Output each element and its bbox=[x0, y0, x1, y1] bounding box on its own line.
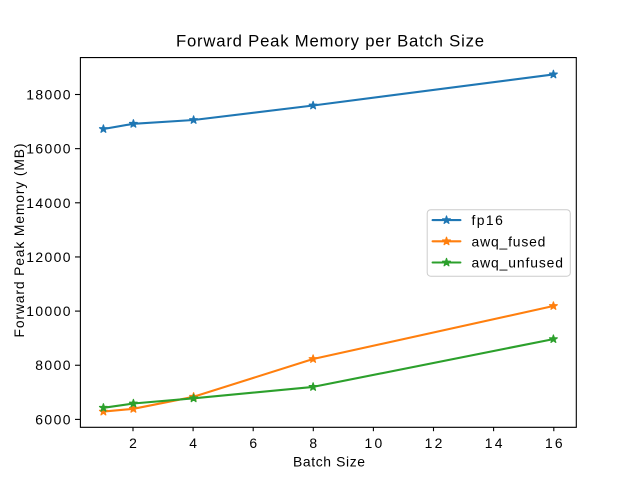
svg-text:4: 4 bbox=[189, 435, 197, 451]
svg-text:16000: 16000 bbox=[26, 141, 70, 157]
svg-text:awq_fused: awq_fused bbox=[472, 233, 546, 249]
svg-text:14000: 14000 bbox=[26, 195, 70, 211]
svg-text:12000: 12000 bbox=[26, 249, 70, 265]
svg-text:2: 2 bbox=[129, 435, 137, 451]
svg-text:Forward Peak Memory per Batch: Forward Peak Memory per Batch Size bbox=[176, 32, 484, 51]
svg-text:Forward Peak Memory (MB): Forward Peak Memory (MB) bbox=[11, 144, 27, 338]
svg-text:6000: 6000 bbox=[35, 411, 71, 427]
svg-text:14: 14 bbox=[485, 435, 503, 451]
svg-text:12: 12 bbox=[425, 435, 443, 451]
svg-text:8: 8 bbox=[309, 435, 317, 451]
svg-text:awq_unfused: awq_unfused bbox=[472, 255, 564, 271]
svg-text:8000: 8000 bbox=[35, 357, 71, 373]
svg-text:10: 10 bbox=[365, 435, 383, 451]
svg-text:fp16: fp16 bbox=[472, 212, 504, 228]
svg-text:16: 16 bbox=[545, 435, 563, 451]
svg-text:6: 6 bbox=[249, 435, 257, 451]
svg-text:18000: 18000 bbox=[26, 87, 70, 103]
svg-text:10000: 10000 bbox=[26, 303, 70, 319]
svg-text:Batch Size: Batch Size bbox=[293, 454, 365, 470]
